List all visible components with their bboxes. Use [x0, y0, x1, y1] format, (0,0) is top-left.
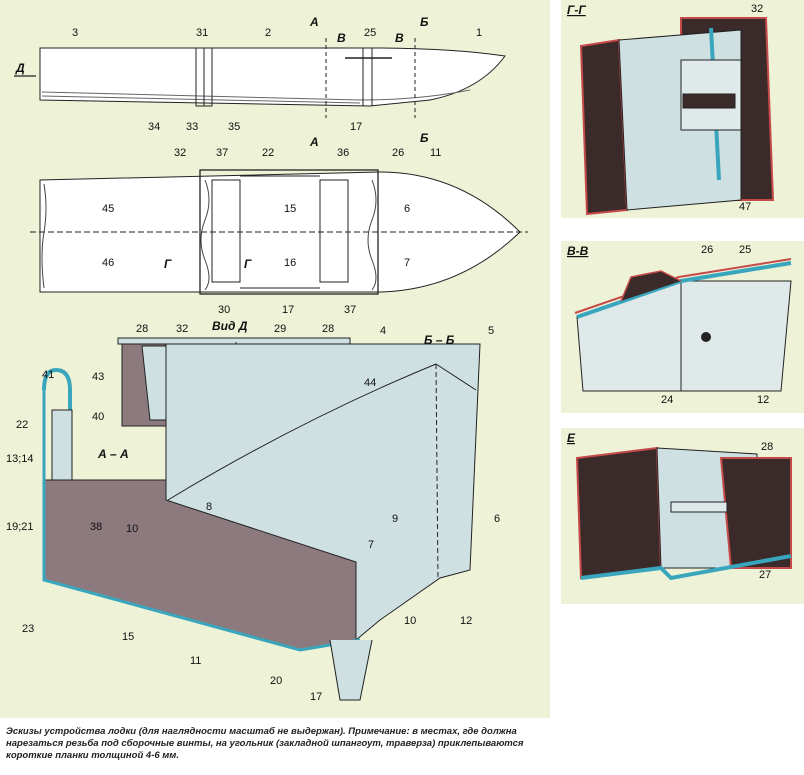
label-12: 12 — [460, 615, 472, 627]
label-7-section: 7 — [368, 539, 374, 551]
label-5: 5 — [488, 325, 494, 337]
section-bb-title: Б – Б — [424, 333, 455, 347]
panel-e-label-28: 28 — [761, 441, 773, 453]
label-34: 34 — [148, 121, 160, 133]
label-16: 16 — [284, 257, 296, 269]
main-drawing: 3 2 1 31 25 А Б В В Д 34 33 35 17 А Б 32… — [0, 0, 550, 718]
label-32: 32 — [174, 147, 186, 159]
label-11-top: 11 — [430, 147, 441, 159]
label-13-14: 13;14 — [6, 453, 34, 465]
label-11-section: 11 — [190, 655, 201, 667]
panel-vv: В-В 26 25 24 12 — [561, 241, 804, 413]
label-38: 38 — [90, 521, 102, 533]
panel-gg-label-32: 32 — [751, 3, 763, 15]
panel-vv-label-24: 24 — [661, 394, 673, 406]
label-1: 1 — [476, 27, 482, 39]
label-9: 9 — [392, 513, 398, 525]
label-22: 22 — [262, 147, 274, 159]
label-35: 35 — [228, 121, 240, 133]
label-15: 15 — [284, 203, 296, 215]
panel-e-title: Е — [567, 431, 576, 445]
label-15-section: 15 — [122, 631, 134, 643]
label-6: 6 — [404, 203, 410, 215]
side-view — [39, 38, 506, 118]
panel-gg-title: Г-Г — [567, 3, 586, 17]
section-a-top: А — [309, 15, 319, 29]
section-g-right: Г — [244, 257, 252, 271]
label-37-plan: 37 — [344, 304, 356, 316]
panel-vv-label-26: 26 — [701, 244, 713, 256]
label-8: 8 — [206, 501, 212, 513]
label-41: 41 — [42, 369, 54, 381]
figure-caption: Эскизы устройства лодки (для наглядности… — [6, 726, 524, 761]
label-40: 40 — [92, 411, 104, 423]
label-30: 30 — [218, 304, 230, 316]
panel-vv-label-25: 25 — [739, 244, 751, 256]
label-28-right: 28 — [322, 323, 334, 335]
panel-gg: Г-Г 32 47 — [561, 0, 804, 218]
label-7: 7 — [404, 257, 410, 269]
panel-vv-title: В-В — [567, 244, 589, 258]
label-10-right: 10 — [404, 615, 416, 627]
panel-vv-svg: В-В 26 25 24 12 — [567, 244, 792, 406]
label-17-keel: 17 — [310, 691, 322, 703]
label-33: 33 — [186, 121, 198, 133]
label-17-plan: 17 — [282, 304, 294, 316]
section-a-bottom: А — [309, 135, 319, 149]
panel-gg-svg: Г-Г 32 47 — [567, 3, 775, 216]
label-45: 45 — [102, 203, 114, 215]
label-17-top: 17 — [350, 121, 362, 133]
label-22-section: 22 — [16, 419, 28, 431]
panel-e: Е 28 27 — [561, 428, 804, 604]
view-d-arrow: Д — [15, 61, 25, 75]
panel-e-label-27: 27 — [759, 569, 771, 581]
plan-view — [30, 169, 528, 295]
panel-e-svg: Е 28 27 — [567, 431, 792, 581]
label-32-viewd: 32 — [176, 323, 188, 335]
label-44: 44 — [364, 377, 376, 389]
label-23: 23 — [22, 623, 34, 635]
label-6-section: 6 — [494, 513, 500, 525]
label-29: 29 — [274, 323, 286, 335]
label-19-21: 19;21 — [6, 521, 34, 533]
label-2: 2 — [265, 27, 271, 39]
label-31: 31 — [196, 27, 208, 39]
section-aa — [42, 367, 373, 701]
label-43: 43 — [92, 371, 104, 383]
label-36: 36 — [337, 147, 349, 159]
section-v-right: В — [395, 31, 404, 45]
label-37: 37 — [216, 147, 228, 159]
panel-gg-label-47: 47 — [739, 201, 751, 213]
section-aa-title: А – А — [97, 447, 129, 461]
section-v-left: В — [337, 31, 346, 45]
panel-vv-label-12: 12 — [757, 394, 769, 406]
section-g-left: Г — [164, 257, 172, 271]
section-b-top: Б — [420, 15, 429, 29]
label-20: 20 — [270, 675, 282, 687]
label-10-left: 10 — [126, 523, 138, 535]
label-46: 46 — [102, 257, 114, 269]
label-28-left: 28 — [136, 323, 148, 335]
section-b-bottom: Б — [420, 131, 429, 145]
label-25: 25 — [364, 27, 376, 39]
view-d-title: Вид Д — [212, 319, 248, 333]
label-4: 4 — [380, 325, 386, 337]
label-3: 3 — [72, 27, 78, 39]
main-drawing-svg: 3 2 1 31 25 А Б В В Д 34 33 35 17 А Б 32… — [6, 15, 528, 703]
label-26: 26 — [392, 147, 404, 159]
